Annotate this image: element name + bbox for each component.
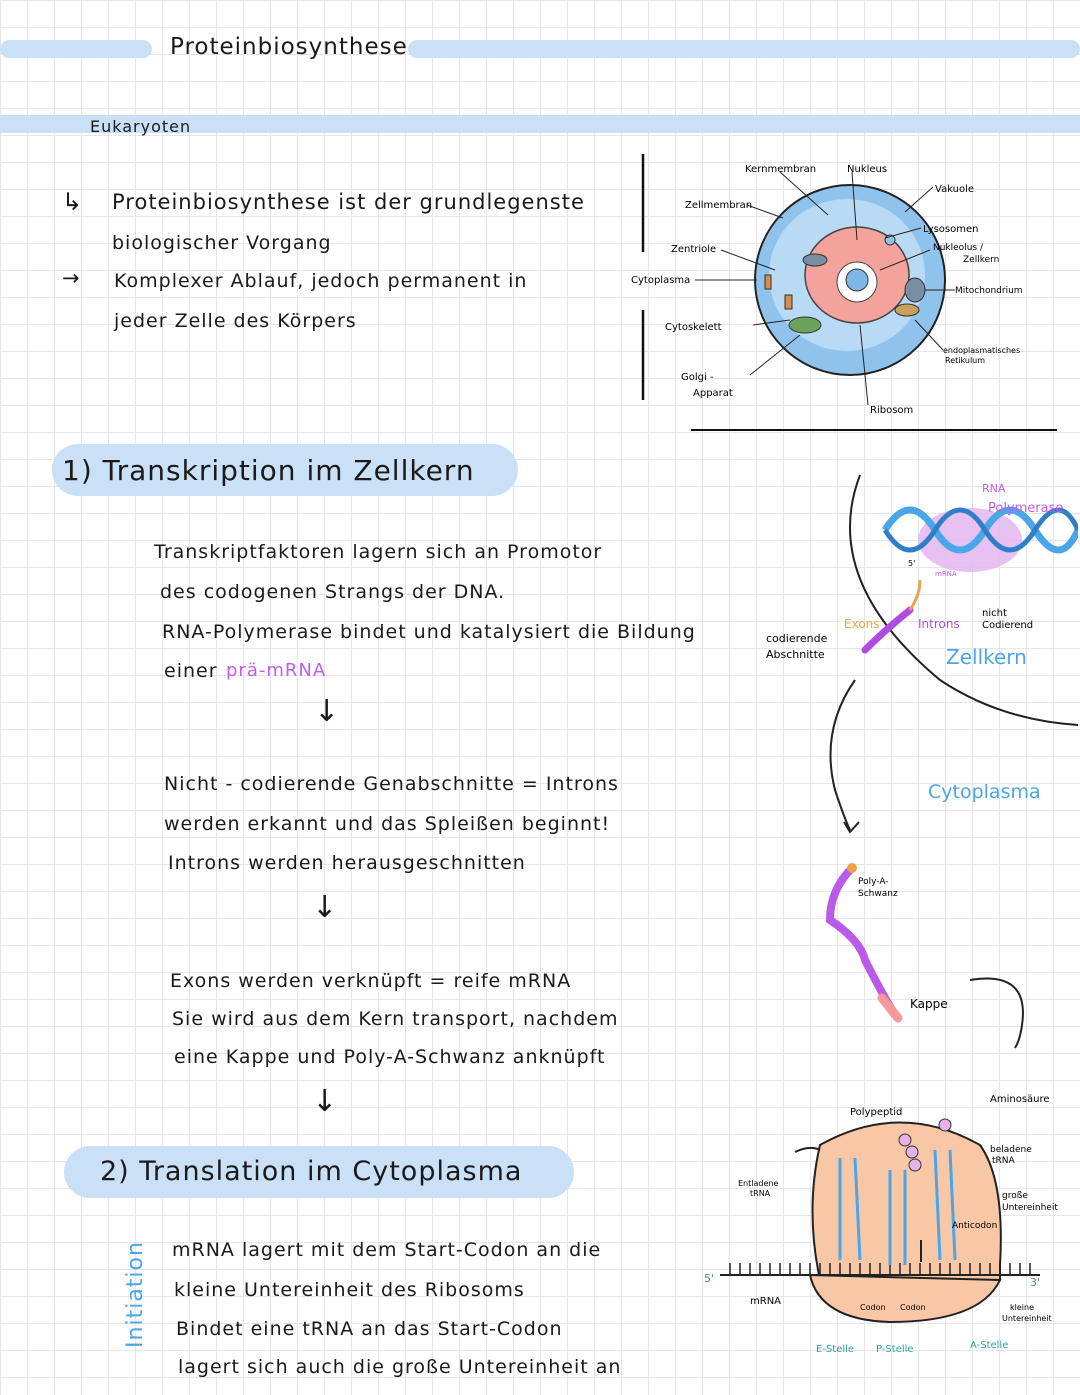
label-entladene: Entladene xyxy=(738,1179,778,1188)
label-rna: RNA xyxy=(982,482,1006,495)
label-aminosaeure: Aminosäure xyxy=(990,1094,1050,1105)
label-nukleus: Nukleus xyxy=(847,164,887,175)
s2-line4: lagert sich auch die große Untereinheit … xyxy=(178,1356,622,1378)
down-arrow-1: ↓ xyxy=(314,694,340,729)
down-arrow-3: ↓ xyxy=(312,1084,338,1119)
label-exons: Exons xyxy=(844,617,880,631)
intro-line-1: Proteinbiosynthese ist der grundlegenste xyxy=(112,190,585,214)
label-zellkern: Zellkern xyxy=(946,645,1027,669)
down-arrow-2: ↓ xyxy=(312,890,338,925)
intro-line-3: Komplexer Ablauf, jedoch permanent in xyxy=(114,270,528,292)
s1-p2-line2: werden erkannt und das Spleißen beginnt! xyxy=(164,813,611,835)
section-band xyxy=(0,115,1080,133)
label-beladene-trna: tRNA xyxy=(992,1156,1016,1166)
intro-line-4: jeder Zelle des Körpers xyxy=(114,310,357,332)
label-kleine-untereinheit: Untereinheit xyxy=(1002,1314,1052,1323)
label-vakuole: Vakuole xyxy=(935,184,974,195)
label-er-1: endoplasmatisches xyxy=(943,346,1020,355)
label-codon-2: Codon xyxy=(900,1303,926,1312)
section1-pill xyxy=(52,444,518,496)
label-introns: Introns xyxy=(918,617,960,631)
intro-marker-1: ↳ xyxy=(62,188,84,216)
label-cytoplasma-blue: Cytoplasma xyxy=(928,781,1041,803)
label-zellmembran: Zellmembran xyxy=(685,200,752,211)
s1-p1-line3: RNA-Polymerase bindet und katalysiert di… xyxy=(162,621,696,643)
label-poly-a: Poly-A- xyxy=(858,877,889,887)
label-abschnitte: Abschnitte xyxy=(766,648,825,661)
section2-pill xyxy=(64,1146,574,1198)
s1-p1-line1: Transkriptfaktoren lagern sich an Promot… xyxy=(154,541,603,563)
label-3prime-ribo: 3' xyxy=(1030,1276,1040,1289)
label-5prime: 5' xyxy=(908,559,915,568)
label-mrna-ribo: mRNA xyxy=(750,1296,781,1307)
label-nukleolus-2: Zellkern xyxy=(963,255,999,265)
cell-diagram: Kernmembran Nukleus Vakuole Zellmembran … xyxy=(631,154,1057,431)
s1-p3-line2: Sie wird aus dem Kern transport, nachdem xyxy=(172,1008,619,1030)
intro-marker-2: → xyxy=(62,266,81,290)
label-kernmembran: Kernmembran xyxy=(745,164,816,175)
header-band-left xyxy=(0,40,152,58)
label-cytoskelett: Cytoskelett xyxy=(665,322,722,333)
s1-p1-line2: des codogenen Strangs der DNA. xyxy=(160,581,506,603)
intro-line-2: biologischer Vorgang xyxy=(112,232,332,254)
transcription-diagram: RNA Polymerase 5' mRNA Exons Introns nic… xyxy=(766,474,1078,1049)
label-nukleolus-1: Nukleolus / xyxy=(933,243,984,253)
label-lysosomen: Lysosomen xyxy=(923,224,978,235)
label-grosse: große xyxy=(1002,1191,1028,1201)
s1-p2-line3: Introns werden herausgeschnitten xyxy=(168,852,526,874)
section2-title: 2) Translation im Cytoplasma xyxy=(100,1156,523,1187)
label-5prime-ribo: 5' xyxy=(704,1272,714,1285)
s1-p3-line1: Exons werden verknüpft = reife mRNA xyxy=(170,970,572,992)
label-er-2: Retikulum xyxy=(945,356,985,365)
label-grosse-untereinheit: Untereinheit xyxy=(1002,1203,1058,1213)
s1-pra-mrna: prä-mRNA xyxy=(226,660,327,681)
initiation-side-label: Initiation xyxy=(122,1241,148,1348)
header-band-right xyxy=(408,40,1080,58)
s2-line2: kleine Untereinheit des Ribosoms xyxy=(174,1279,525,1301)
label-e-stelle: E-Stelle xyxy=(816,1344,854,1355)
label-codon-1: Codon xyxy=(860,1303,886,1312)
label-mitochondrium: Mitochondrium xyxy=(955,286,1023,296)
label-ribosom: Ribosom xyxy=(870,405,913,416)
label-polypeptid: Polypeptid xyxy=(850,1107,902,1118)
s2-line1: mRNA lagert mit dem Start-Codon an die xyxy=(172,1239,602,1261)
label-p-stelle: P-Stelle xyxy=(876,1344,914,1355)
label-kappe: Kappe xyxy=(910,997,948,1011)
label-golgi-2: Apparat xyxy=(693,388,733,399)
section-label: Eukaryoten xyxy=(90,117,192,136)
s1-p2-line1: Nicht - codierende Genabschnitte = Intro… xyxy=(164,773,619,795)
label-nicht: nicht xyxy=(982,608,1007,619)
rna-polymerase-blob xyxy=(918,508,1022,572)
label-kleine: kleine xyxy=(1010,1303,1034,1312)
ribosome-diagram: Aminosäure Polypeptid beladene tRNA Entl… xyxy=(704,1094,1058,1355)
label-entladene-trna: tRNA xyxy=(750,1189,771,1198)
label-beladene: beladene xyxy=(990,1145,1032,1155)
s1-p3-line3: eine Kappe und Poly-A-Schwanz anknüpft xyxy=(174,1046,606,1068)
label-codierend: Codierend xyxy=(982,620,1033,631)
label-golgi-1: Golgi - xyxy=(681,372,714,383)
label-cytoplasma: Cytoplasma xyxy=(631,275,690,286)
label-a-stelle: A-Stelle xyxy=(970,1340,1008,1351)
section1-title: 1) Transkription im Zellkern xyxy=(62,454,475,487)
s1-p1-line4a: einer xyxy=(164,660,218,682)
page-title: Proteinbiosynthese xyxy=(170,34,408,60)
label-rna-polymerase: Polymerase xyxy=(988,501,1063,516)
s2-line3: Bindet eine tRNA an das Start-Codon xyxy=(176,1318,563,1340)
label-schwanz: Schwanz xyxy=(858,889,898,899)
label-mrna-small: mRNA xyxy=(935,570,957,578)
label-codierende: codierende xyxy=(766,632,828,645)
label-anticodon: Anticodon xyxy=(952,1221,997,1231)
small-subunit-shape xyxy=(808,1273,1002,1324)
label-zentriole: Zentriole xyxy=(671,244,716,255)
